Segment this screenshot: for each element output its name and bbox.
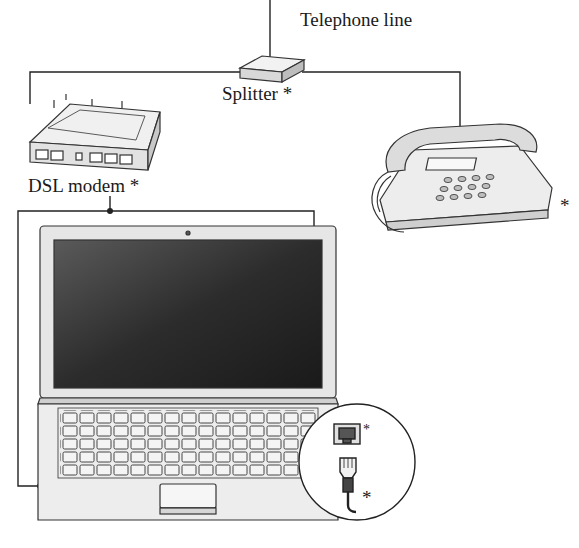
splitter-device: [240, 56, 304, 82]
footnote-mark: *: [362, 488, 372, 509]
laptop: [38, 226, 338, 520]
port-callout: [299, 404, 415, 520]
wire-label: Telephone line: [300, 10, 412, 31]
dsl-modem: [30, 94, 160, 170]
device-label: DSL modem *: [28, 176, 139, 197]
junction-dot: [107, 208, 113, 214]
footnote-mark: *: [560, 196, 570, 217]
telephone: [372, 124, 552, 232]
wire: [18, 0, 460, 486]
device-label: Splitter *: [222, 84, 292, 105]
footnote-mark: *: [363, 422, 370, 437]
